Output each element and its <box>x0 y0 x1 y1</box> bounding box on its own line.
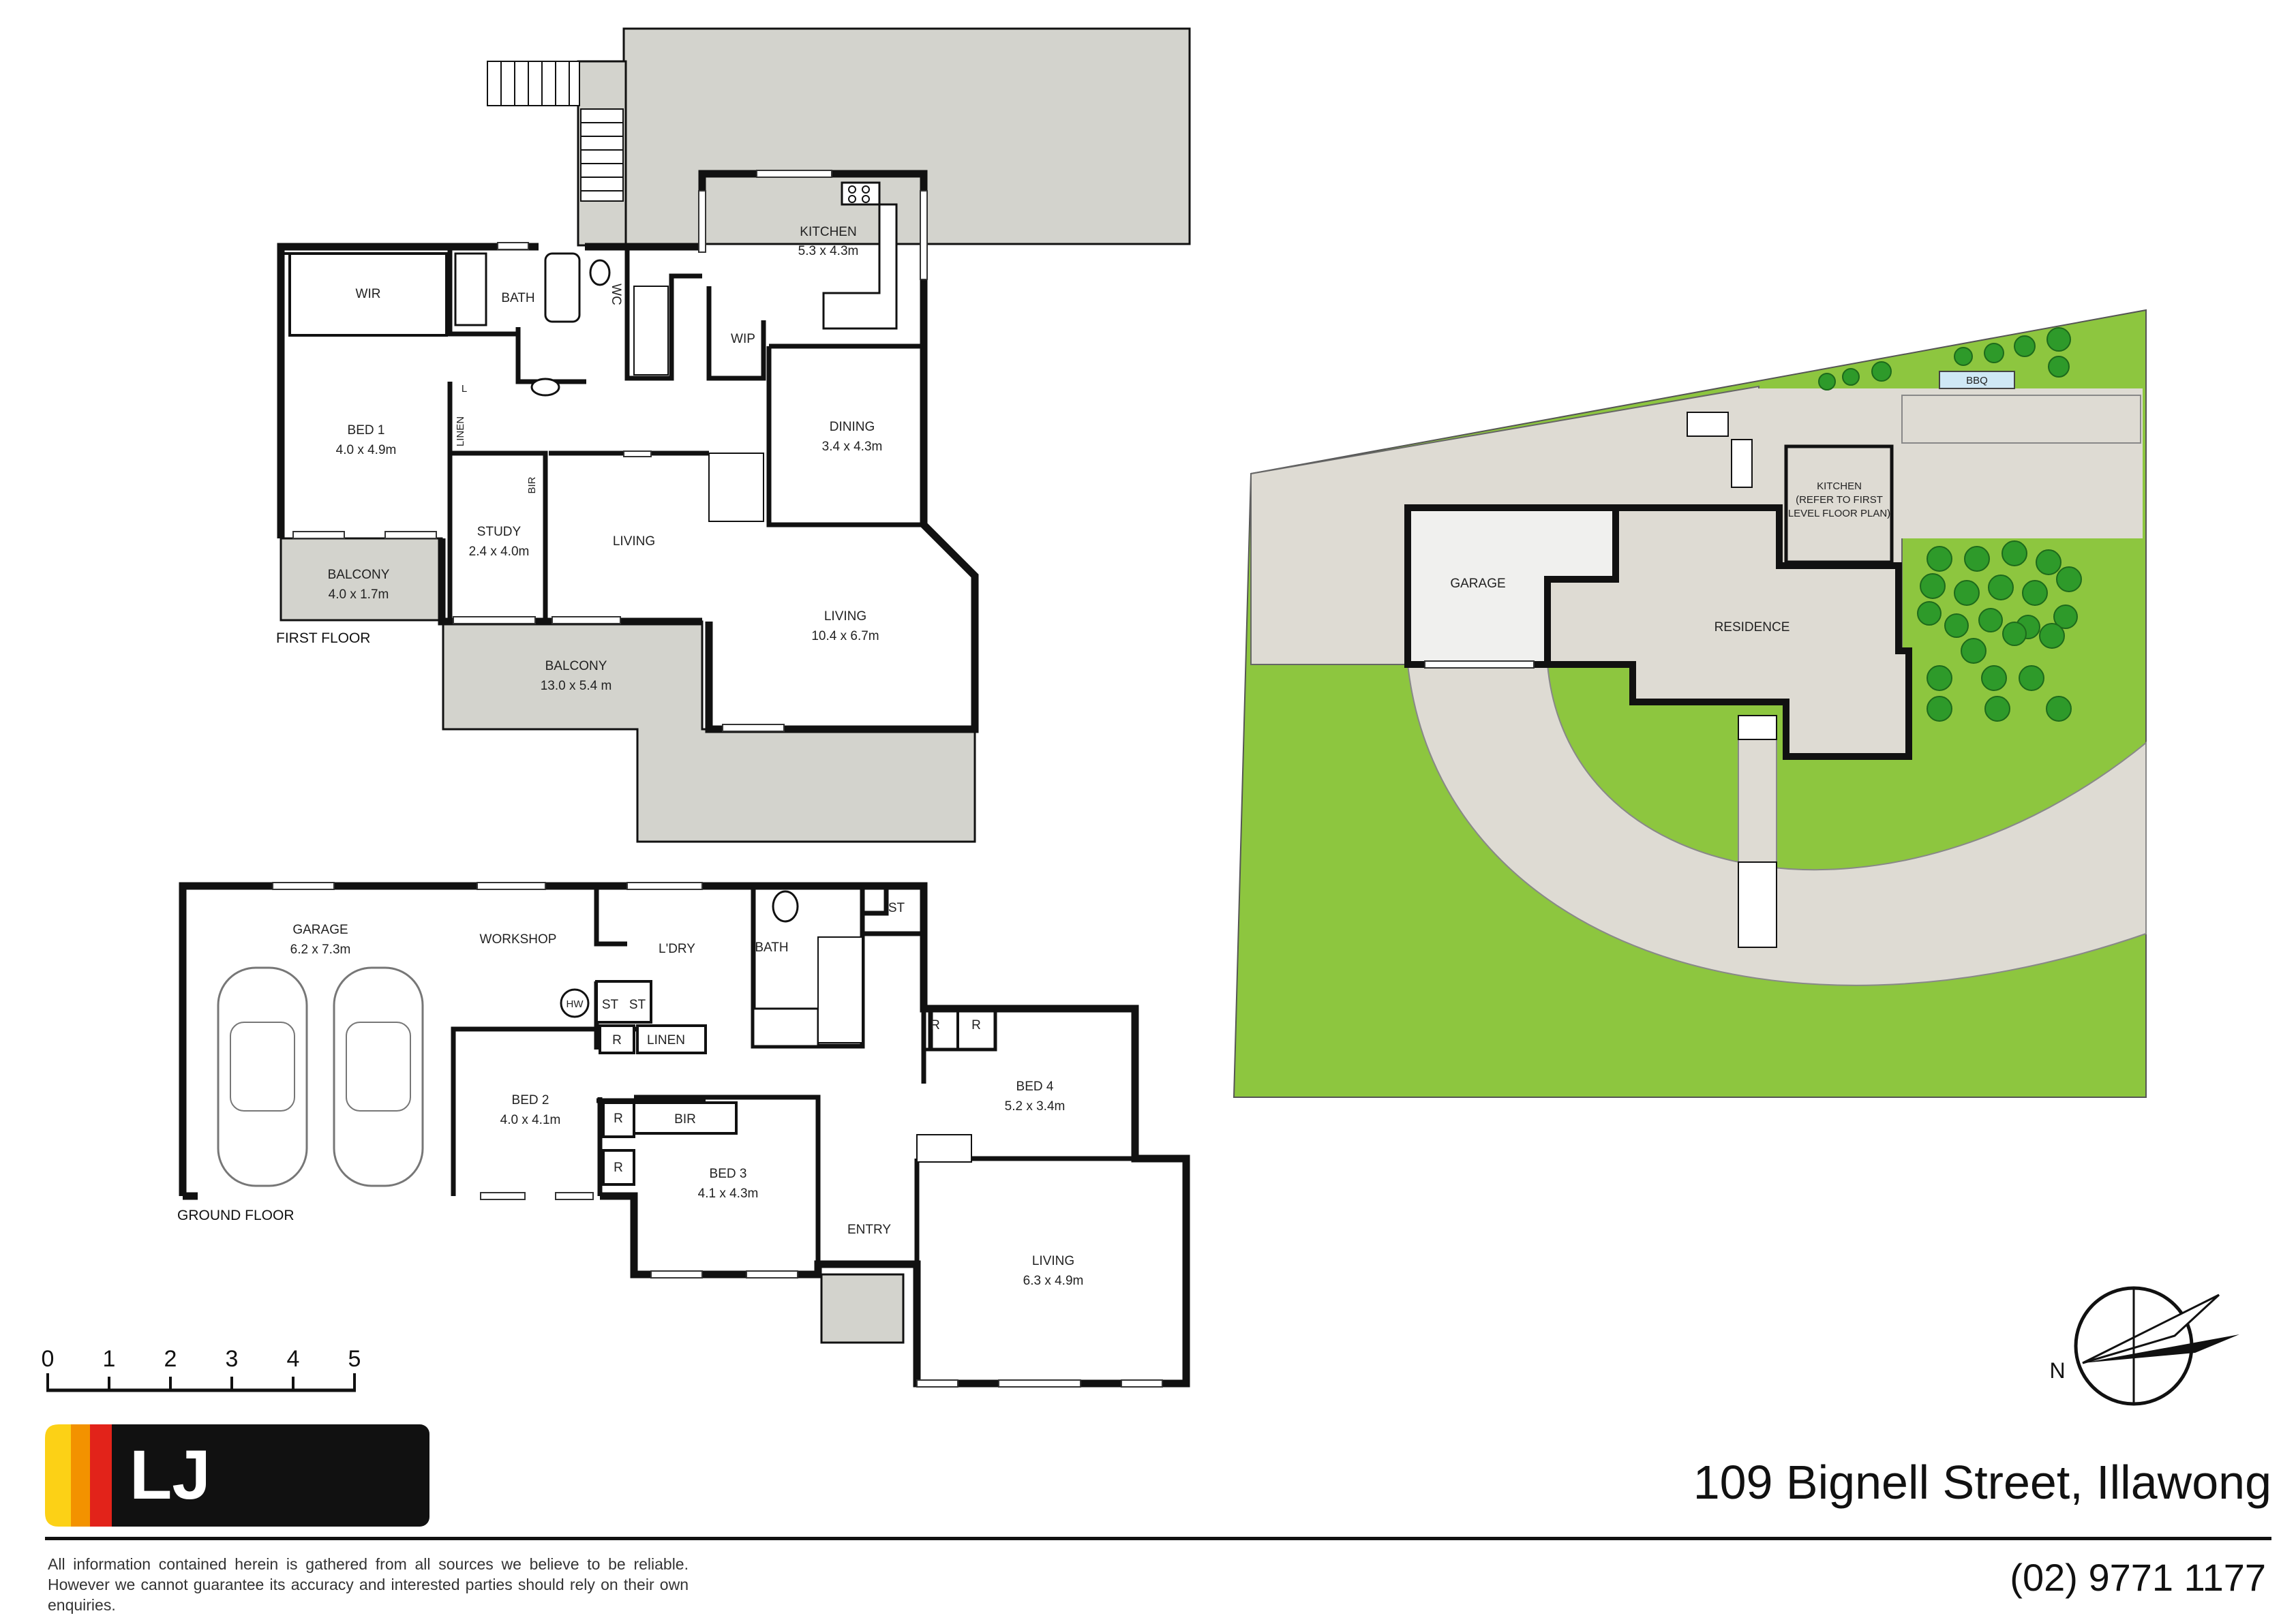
ground-linen-label: LINEN <box>647 1033 685 1047</box>
property-address: 109 Bignell Street, Illawong <box>1693 1456 2271 1509</box>
bed2-label: BED 2 <box>512 1093 549 1107</box>
bir-label: BIR <box>526 476 538 493</box>
cooktop-icon <box>841 181 881 206</box>
upper-deck <box>622 27 1191 245</box>
agency-phone: (02) 9771 1177 <box>2010 1556 2266 1599</box>
ground-floor-title: GROUND FLOOR <box>177 1208 294 1223</box>
wip-label: WIP <box>731 332 755 346</box>
bed1-label: BED 1 <box>348 423 385 438</box>
stair-icon <box>487 61 624 202</box>
r-top1-label: R <box>931 1018 940 1032</box>
wc-label: WC <box>609 284 623 305</box>
dining-label: DINING <box>830 420 875 434</box>
study-size: 2.4 x 4.0m <box>469 545 530 559</box>
r3-label: R <box>614 1161 623 1175</box>
l-label: L <box>462 383 467 395</box>
first-floor-title: FIRST FLOOR <box>276 630 370 646</box>
study-label: STUDY <box>477 525 522 539</box>
kitchen-size: 5.3 x 4.3m <box>798 244 859 258</box>
st-top-label: ST <box>888 901 905 915</box>
tree-icon <box>1818 327 2082 722</box>
bed4-label: BED 4 <box>1016 1080 1054 1094</box>
site-kitchen-line1: KITCHEN <box>1817 480 1862 492</box>
ground-toilet-icon <box>772 890 799 923</box>
brand-name: LJ Hooker <box>130 1436 369 1598</box>
lj-hooker-logo: LJ Hooker <box>45 1424 429 1598</box>
compass-north-icon: N <box>2049 1286 2239 1406</box>
site-kitchen-line2: (REFER TO FIRST <box>1796 494 1883 506</box>
workshop-label: WORKSHOP <box>480 932 557 947</box>
st2-label: ST <box>629 998 646 1012</box>
living-large-size: 10.4 x 6.7m <box>811 629 879 643</box>
north-label: N <box>2049 1358 2065 1383</box>
ground-bath-label: BATH <box>755 940 788 955</box>
bir-ground-label: BIR <box>674 1112 696 1127</box>
logo-black-box <box>112 1424 429 1527</box>
balcony-large-label: BALCONY <box>545 659 607 673</box>
bed4-size: 5.2 x 3.4m <box>1005 1099 1066 1114</box>
r1-label: R <box>612 1033 622 1047</box>
site-garage-label: GARAGE <box>1450 577 1505 591</box>
site-kitchen-line3: LEVEL FLOOR PLAN) <box>1788 508 1890 519</box>
scale-tick-label: 5 <box>348 1346 361 1372</box>
scale-tick-label: 0 <box>42 1346 55 1372</box>
balcony-small-label: BALCONY <box>328 568 390 582</box>
st1-label: ST <box>602 998 619 1012</box>
balcony-large-size: 13.0 x 5.4 m <box>541 679 612 693</box>
balcony-small-size: 4.0 x 1.7m <box>329 587 389 602</box>
scale-tick-label: 4 <box>287 1346 300 1372</box>
living-label: LIVING <box>613 534 655 549</box>
living-large-label: LIVING <box>824 609 866 624</box>
site-plan: BBQ KITCHEN (REFER TO FIRST LEVEL FLOOR … <box>1233 309 2147 1098</box>
ground-living-size: 6.3 x 4.9m <box>1023 1274 1084 1288</box>
hw-label: HW <box>567 998 584 1010</box>
dining-size: 3.4 x 4.3m <box>822 440 883 454</box>
ground-floor-plan: GROUND FLOOR GARAGE 6.2 x 7.3m WORKSHOP … <box>177 882 1190 1388</box>
bed3-label: BED 3 <box>710 1167 747 1181</box>
linen-label: LINEN <box>455 416 466 446</box>
residence-building <box>1544 504 1912 760</box>
r2-label: R <box>614 1112 623 1126</box>
car-icon <box>217 966 424 1187</box>
footer-divider <box>45 1537 2271 1540</box>
first-floor-plan: FIRST FLOOR WIR BATH WC KITCHEN 5.3 x 4.… <box>276 27 1191 843</box>
disclaimer-text: All information contained herein is gath… <box>48 1555 689 1614</box>
basin-icon <box>530 378 560 397</box>
kitchen-label: KITCHEN <box>800 225 856 239</box>
scale-tick-label: 2 <box>164 1346 177 1372</box>
bbq-label: BBQ <box>1966 375 1988 386</box>
site-residence-label: RESIDENCE <box>1715 620 1790 634</box>
balcony-small <box>280 537 443 622</box>
scale-tick-label: 1 <box>103 1346 116 1372</box>
driveway <box>1406 664 2147 986</box>
bed3-size: 4.1 x 4.3m <box>698 1187 759 1201</box>
garage-size: 6.2 x 7.3m <box>290 943 351 957</box>
bath-label: BATH <box>501 291 534 305</box>
toilet-icon <box>589 259 611 286</box>
scale-bar: 0 1 2 3 4 5 <box>42 1346 361 1392</box>
entry-label: ENTRY <box>847 1223 891 1237</box>
garage-label: GARAGE <box>292 923 348 937</box>
logo-stripes-icon <box>45 1424 113 1527</box>
bed2-size: 4.0 x 4.1m <box>500 1113 561 1127</box>
ground-living-label: LIVING <box>1032 1254 1074 1268</box>
ldry-label: L'DRY <box>659 942 695 956</box>
bed1-size: 4.0 x 4.9m <box>336 443 397 457</box>
wir-label: WIR <box>356 287 381 301</box>
scale-tick-label: 3 <box>226 1346 239 1372</box>
r-top2-label: R <box>971 1018 981 1032</box>
